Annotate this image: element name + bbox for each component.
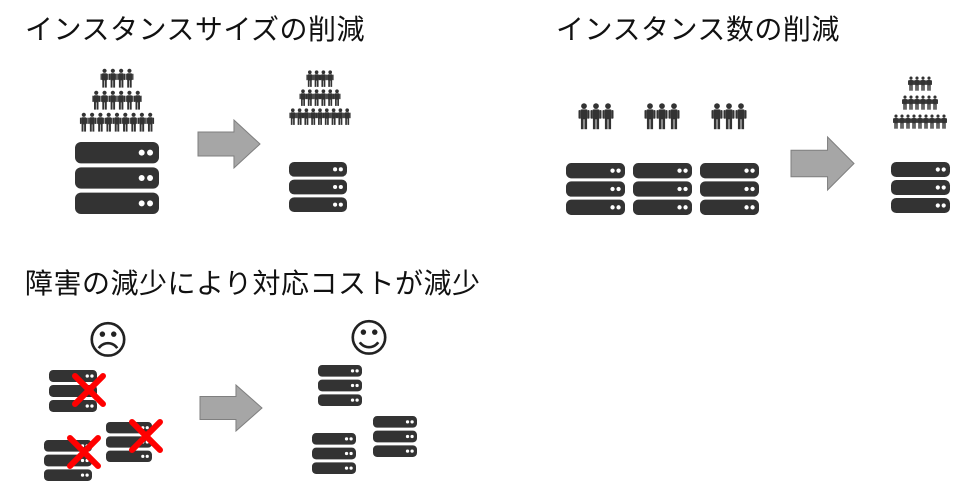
title-instance-size: インスタンスサイズの削減 [25, 13, 366, 46]
person-icon [602, 103, 614, 130]
people-group [79, 68, 155, 132]
right-arrow-icon [197, 118, 261, 170]
person-icon [326, 89, 334, 106]
server-stack-icon [318, 365, 362, 406]
sad-face-icon: ☹ [87, 318, 129, 364]
title-failure-reduction: 障害の減少により対応コストが減少 [25, 267, 481, 300]
person-icon [88, 112, 97, 132]
person-icon [920, 95, 926, 110]
person-icon [302, 108, 310, 125]
person-icon [899, 114, 905, 129]
person-icon [316, 108, 324, 125]
person-icon [920, 76, 926, 91]
person-icon [296, 108, 304, 125]
person-icon [893, 114, 899, 129]
person-icon [336, 108, 344, 125]
person-icon [108, 90, 117, 110]
server-stack-icon [106, 422, 152, 462]
red-x-icon [129, 419, 163, 453]
person-icon [578, 103, 590, 130]
person-icon [723, 103, 735, 130]
red-x-icon [67, 435, 101, 469]
person-icon [917, 114, 923, 129]
person-icon [79, 112, 88, 132]
person-icon [313, 70, 321, 87]
person-icon [911, 114, 917, 129]
person-icon [590, 103, 602, 130]
person-icon [319, 89, 327, 106]
person-icon [926, 95, 932, 110]
person-icon [100, 90, 109, 110]
server-stack-icon [566, 163, 625, 215]
right-arrow-icon [790, 135, 855, 192]
server-stack-icon [700, 163, 759, 215]
red-x-icon [72, 373, 106, 407]
person-icon [902, 95, 908, 110]
person-icon [146, 112, 155, 132]
person-icon [117, 90, 126, 110]
person-icon [133, 90, 142, 110]
smiley-face-icon: ☺ [348, 316, 390, 362]
person-icon [323, 108, 331, 125]
people-group [578, 103, 614, 130]
person-icon [343, 108, 351, 125]
person-icon [923, 114, 929, 129]
person-icon [908, 76, 914, 91]
server-stack-icon [312, 433, 356, 474]
person-icon [905, 114, 911, 129]
person-icon [299, 89, 307, 106]
person-icon [644, 103, 656, 130]
server-stack-icon [633, 163, 692, 215]
person-icon [104, 112, 113, 132]
person-icon [113, 112, 121, 132]
people-group [893, 76, 947, 129]
person-icon [926, 76, 932, 91]
person-icon [121, 112, 130, 132]
people-group [644, 103, 680, 130]
person-icon [313, 89, 321, 106]
person-icon [929, 114, 935, 129]
person-icon [117, 68, 126, 88]
server-stack-icon [44, 440, 92, 481]
person-icon [656, 103, 668, 130]
people-group [289, 70, 351, 125]
person-icon [330, 108, 338, 125]
server-stack-icon [75, 142, 159, 214]
server-stack-icon [891, 162, 950, 213]
person-icon [125, 68, 134, 88]
person-icon [326, 70, 334, 87]
people-group [711, 103, 747, 130]
person-icon [92, 90, 101, 110]
person-icon [941, 114, 947, 129]
right-arrow-icon [199, 383, 263, 433]
person-icon [306, 70, 314, 87]
person-icon [306, 89, 314, 106]
title-instance-count: インスタンス数の削減 [556, 13, 840, 46]
person-icon [914, 95, 920, 110]
person-icon [668, 103, 680, 130]
server-stack-icon [289, 162, 347, 212]
person-icon [309, 108, 317, 125]
person-icon [289, 108, 297, 125]
person-icon [908, 95, 914, 110]
person-icon [137, 112, 146, 132]
person-icon [914, 76, 920, 91]
person-icon [100, 68, 109, 88]
person-icon [129, 112, 138, 132]
person-icon [108, 68, 117, 88]
person-icon [932, 95, 938, 110]
person-icon [711, 103, 723, 130]
person-icon [935, 114, 941, 129]
person-icon [735, 103, 747, 130]
person-icon [333, 89, 341, 106]
person-icon [319, 70, 327, 87]
person-icon [96, 112, 105, 132]
server-stack-icon [373, 416, 417, 457]
person-icon [125, 90, 134, 110]
